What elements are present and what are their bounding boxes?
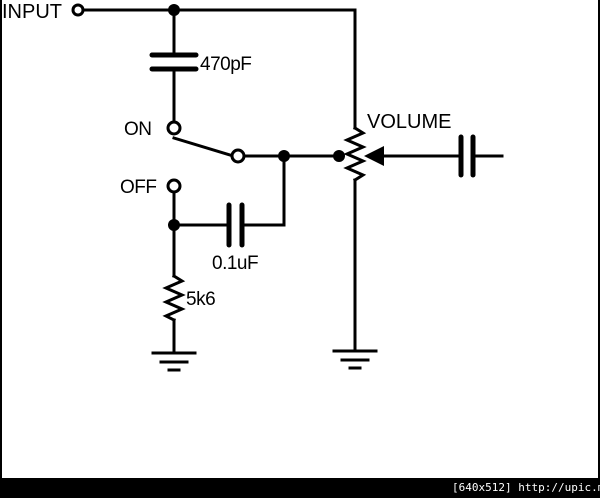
switch-on-contact [166,120,182,136]
image-host-footer: [640x512] http://upic.me/ [452,480,600,496]
image-size-text: [640x512] [452,481,512,494]
wiper-arrow-icon [364,146,384,166]
volume-label: VOLUME [367,111,451,133]
c1-label: 470pF [200,54,251,75]
switch-on-label: ON [124,119,152,140]
input-label: INPUT [2,1,62,23]
resistor-zigzag [162,273,186,323]
image-host-link[interactable]: http://upic.me/ [518,481,600,494]
switch-arm [172,136,232,157]
resistor-label: 5k6 [186,289,215,310]
volume-pot-zigzag [343,125,367,183]
junction-pot-in [333,150,345,162]
switch-off-label: OFF [120,177,157,198]
schematic-panel: 470pF ON OFF 0.1uF 5k6 [2,0,598,478]
ground-right-icon [332,349,378,370]
ground-left-icon [151,351,197,372]
circuit-schematic: 470pF ON OFF 0.1uF 5k6 [2,1,504,372]
switch-off-contact [166,178,182,194]
c2-label: 0.1uF [212,253,258,274]
switch-common-contact [230,148,246,164]
